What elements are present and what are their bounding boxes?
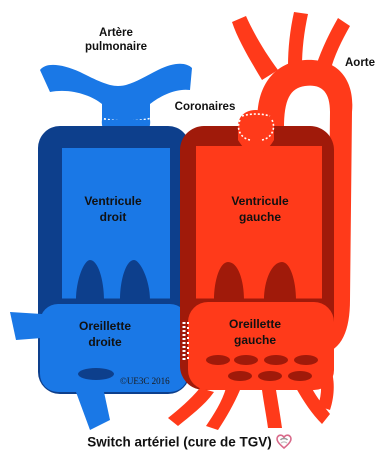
left-heart: [168, 126, 334, 430]
pulmonary-vein-1: [168, 388, 214, 426]
label-oreillette-droite-1: Oreillette: [62, 320, 148, 334]
pulmonary-vein-3: [262, 390, 282, 428]
label-coronaires: Coronaires: [162, 101, 248, 114]
aortic-root-vessel: [238, 110, 274, 154]
label-ventricule-gauche-2: gauche: [210, 211, 310, 225]
caption-text: Switch artériel (cure de TGV): [87, 435, 272, 450]
pulm-vein-opening-3: [264, 355, 288, 365]
superior-vena-cava: [10, 312, 42, 340]
pulm-vein-opening-4: [294, 355, 318, 365]
caption: Switch artériel (cure de TGV): [0, 434, 379, 452]
label-oreillette-droite-2: droite: [62, 336, 148, 350]
aortic-root: [238, 110, 274, 154]
copyright-text: ©UE3C 2016: [120, 376, 170, 386]
pulm-vein-opening-5: [228, 371, 252, 381]
pulm-vein-opening-6: [258, 371, 282, 381]
label-artere: Artère: [78, 27, 154, 40]
label-oreillette-gauche-2: gauche: [212, 334, 298, 348]
vena-cava-opening: [78, 368, 114, 380]
pulm-vein-opening-2: [234, 355, 258, 365]
aortic-branch-1: [232, 16, 278, 80]
label-oreillette-gauche-1: Oreillette: [212, 318, 298, 332]
label-aorte: Aorte: [345, 57, 375, 70]
inferior-vena-cava: [76, 392, 110, 430]
pulm-vein-opening-1: [206, 355, 230, 365]
heart-logo-icon: [276, 434, 292, 452]
label-ventricule-droit-2: droit: [68, 211, 158, 225]
aortic-branch-2: [288, 12, 308, 66]
label-pulmonaire: pulmonaire: [70, 41, 162, 54]
label-ventricule-gauche-1: Ventricule: [210, 195, 310, 209]
pulm-vein-opening-7: [288, 371, 312, 381]
label-ventricule-droit-1: Ventricule: [68, 195, 158, 209]
